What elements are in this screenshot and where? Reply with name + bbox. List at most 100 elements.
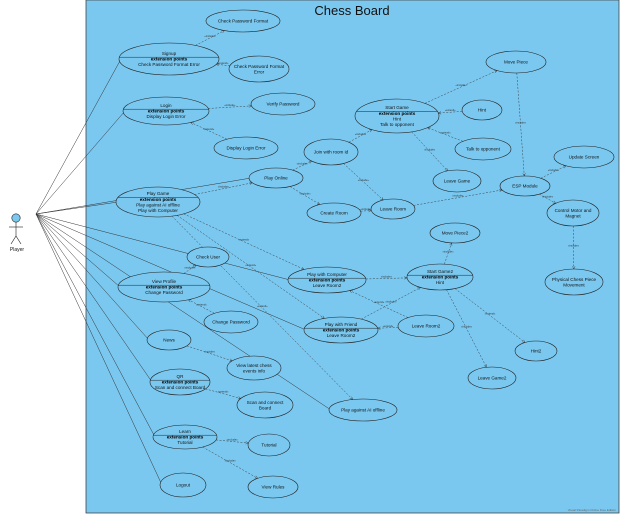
usecase-leave-room[interactable]: Leave Room — [370, 198, 416, 220]
usecase-text: View Profile — [152, 279, 177, 284]
usecase-check-user[interactable]: Check User — [186, 246, 230, 268]
usecase-text: Change Password — [212, 320, 250, 325]
usecase-text: Login — [160, 103, 172, 108]
extension-points-header: extension points — [323, 328, 360, 333]
usecase-talk-opponent[interactable]: Talk to opponent — [454, 137, 512, 161]
relationship-label: «include» — [542, 195, 554, 199]
usecase-news[interactable]: News — [146, 329, 192, 351]
relationship-label: «include» — [515, 121, 527, 125]
usecase-check-pw-format[interactable]: Check Password Format — [205, 9, 281, 33]
usecase-hint2[interactable]: Hint2 — [514, 340, 558, 362]
relationship-label: «include» — [452, 194, 464, 198]
relationship-include-login-verify_password — [208, 105, 252, 109]
usecase-ellipse — [432, 169, 482, 193]
usecase-leave-game2[interactable]: Leave Game2 — [467, 366, 517, 390]
usecase-ellipse — [303, 138, 359, 166]
usecase-ellipse — [186, 246, 230, 268]
usecase-play-online[interactable]: Play Online — [248, 167, 304, 189]
association-line-qr — [35, 213, 153, 383]
relationship-include-play_friend-start_game2 — [361, 287, 421, 320]
usecase-text: Play Game — [147, 191, 170, 196]
relationship-extend-play_game-play_friend — [176, 215, 325, 319]
relationship-include-play_online-join_room — [292, 160, 312, 171]
usecase-text: Check Password Format Error — [138, 62, 200, 67]
usecase-ellipse — [406, 263, 474, 291]
usecase-verify-password[interactable]: Verify Password — [250, 92, 316, 116]
usecase-tutorial[interactable]: Tutorial — [247, 433, 291, 457]
relationship-label: «extend» — [218, 390, 229, 394]
usecase-join-room[interactable]: Join with room id — [303, 138, 359, 166]
usecase-ellipse — [303, 316, 379, 344]
usecase-ellipse — [461, 99, 503, 121]
usecase-text: Move Piece — [504, 60, 528, 65]
usecase-text: QR — [177, 374, 185, 379]
usecase-text: Leave Room2 — [327, 333, 356, 338]
usecase-change-password[interactable]: Change Password — [203, 310, 259, 334]
relationship-label: «extend» — [196, 303, 207, 307]
relationship-include-esp_module-update_screen — [540, 165, 567, 179]
usecase-logout[interactable]: Logout — [159, 472, 207, 498]
usecase-display-login-error[interactable]: Display Login Error — [213, 136, 279, 160]
usecase-update-screen[interactable]: Update Screen — [553, 145, 615, 169]
usecase-ellipse — [306, 202, 362, 224]
usecase-text: Error — [254, 69, 265, 74]
relationship-include-learn-view_rules — [202, 446, 258, 479]
association-line-signup — [35, 58, 122, 215]
relationship-include-learn-tutorial — [215, 439, 249, 444]
actor-player[interactable]: Player — [9, 213, 24, 253]
usecase-hint[interactable]: Hint — [461, 99, 503, 121]
extension-points-header: extension points — [162, 380, 199, 385]
relationship-label: «include» — [218, 185, 230, 189]
usecase-ellipse — [467, 366, 517, 390]
usecase-text: View Rules — [262, 485, 286, 490]
usecase-esp-module[interactable]: ESP Module — [499, 175, 551, 197]
association-line-play_game — [35, 201, 119, 215]
relationship-include-view_profile-check_user — [183, 265, 197, 274]
relationship-label: «extend» — [485, 312, 496, 316]
usecase-create-room[interactable]: Create Room — [306, 202, 362, 224]
usecase-text: Physical Chess Piece — [552, 277, 597, 282]
relationship-label: «include» — [204, 349, 216, 353]
relationship-extend-change_password-view_profile — [188, 299, 215, 314]
relationship-label: «include» — [424, 147, 436, 151]
usecase-ellipse — [454, 137, 512, 161]
usecase-text: Play with Friend — [325, 322, 358, 327]
usecase-ellipse — [115, 186, 201, 218]
usecase-text: Control Motor and — [555, 208, 592, 213]
usecase-text: Scan and connect Board — [155, 385, 206, 390]
relationship-label: «include» — [548, 168, 560, 172]
extension-points-header: extension points — [422, 275, 459, 280]
association-line-login — [35, 110, 126, 215]
relationship-label: «include» — [442, 250, 454, 254]
usecase-move-piece[interactable]: Move Piece — [485, 50, 547, 74]
usecase-move-piece2[interactable]: Move Piece2 — [429, 222, 481, 244]
usecase-play-ai-offline[interactable]: Play against AI offline — [328, 398, 398, 422]
relationship-label: «extend» — [445, 108, 456, 112]
relationship-include-start_game2-leave_game2 — [446, 289, 487, 368]
association-line-play_ai_offline — [35, 213, 332, 411]
usecase-leave-game[interactable]: Leave Game — [432, 169, 482, 193]
usecase-leave-room2[interactable]: Leave Room2 — [397, 314, 455, 338]
association-line-view_profile — [35, 213, 121, 288]
usecase-ellipse — [354, 98, 440, 134]
usecase-ellipse — [159, 472, 207, 498]
usecase-view-rules[interactable]: View Rules — [247, 475, 299, 499]
usecase-text: Play with Computer — [307, 272, 347, 277]
relationship-label: «extend» — [239, 238, 250, 242]
